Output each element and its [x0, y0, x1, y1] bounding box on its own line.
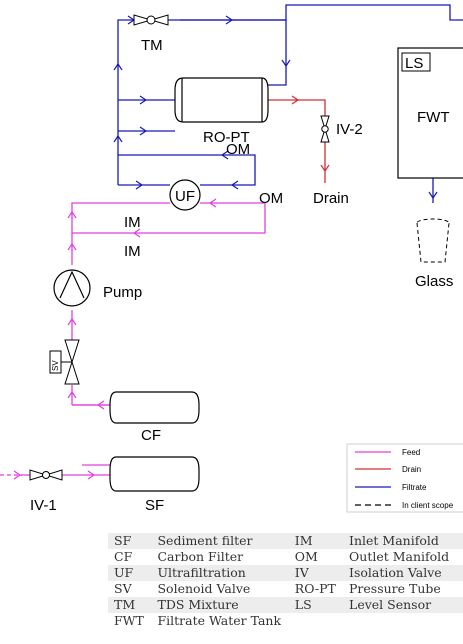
- abbreviation-table: SF Sediment filter IM Inlet Manifold CF …: [108, 533, 463, 629]
- legend-filtrate-label: Filtrate: [402, 483, 427, 492]
- sf-label: SF: [145, 497, 164, 514]
- om-top-label: OM: [226, 141, 250, 158]
- table-row: FWT Filtrate Water Tank: [108, 613, 463, 629]
- iv2-valve-icon: [320, 115, 330, 143]
- abbrev-code: IV: [288, 565, 344, 581]
- drain-arrows: [291, 95, 330, 173]
- abbrev-meaning: Isolation Valve: [343, 565, 463, 581]
- abbrev-code: FWT: [114, 613, 144, 628]
- drain-label: Drain: [313, 190, 349, 207]
- abbrev-code: CF: [114, 549, 133, 564]
- table-row: SV Solenoid Valve RO-PT Pressure Tube: [108, 581, 463, 597]
- abbrev-code: SV: [114, 581, 132, 596]
- abbrev-code: SF: [108, 533, 152, 549]
- ro-pt-pressure-tube: [174, 77, 269, 123]
- drain-lines: [268, 99, 326, 183]
- abbrev-meaning: Ultrafiltration: [151, 565, 289, 581]
- abbrev-meaning: Inlet Manifold: [343, 533, 463, 549]
- abbrev-code: IM: [288, 533, 344, 549]
- fwt-label: FWT: [417, 109, 449, 126]
- abbrev-meaning: Carbon Filter: [157, 549, 244, 564]
- table-row: UF Ultrafiltration IV Isolation Valve: [108, 565, 463, 581]
- tm-valve-icon: [133, 14, 169, 26]
- sv-solenoid-valve-icon: [49, 339, 80, 385]
- water-filtration-diagram: TM RO-PT IV-2 OM UF OM Drain IM IM LS FW…: [0, 4, 463, 514]
- ls-label: LS: [405, 55, 423, 72]
- cf-label: CF: [141, 427, 161, 444]
- im-top-label: IM: [124, 214, 141, 231]
- ls-level-sensor: [401, 52, 431, 72]
- iv1-label: IV-1: [30, 497, 57, 514]
- pump-icon: [53, 269, 91, 307]
- abbrev-code: OM: [294, 549, 318, 564]
- feed-arrows: [13, 198, 217, 480]
- abbrev-code: RO-PT: [294, 581, 336, 596]
- abbrev-meaning: Sediment filter: [151, 533, 289, 549]
- abbrev-meaning: Outlet Manifold: [349, 549, 450, 564]
- abbrev-meaning: Filtrate Water Tank: [157, 613, 282, 628]
- filtrate-arrows: [113, 15, 438, 200]
- abbrev-meaning: TDS Mixture: [151, 597, 289, 613]
- cf-carbon-filter: [109, 391, 200, 424]
- abbrev-code: LS: [288, 597, 344, 613]
- sf-sediment-filter: [109, 456, 200, 492]
- abbrev-meaning: Solenoid Valve: [157, 581, 251, 596]
- iv1-valve-icon: [29, 469, 63, 481]
- legend: Feed Drain Filtrate In client scope: [346, 443, 463, 513]
- legend-drain-label: Drain: [402, 465, 421, 474]
- uf-label: UF: [175, 188, 195, 205]
- legend-feed-label: Feed: [402, 448, 420, 457]
- om-side-label: OM: [259, 190, 283, 207]
- sv-label: SV: [51, 360, 60, 371]
- iv2-label: IV-2: [336, 121, 363, 138]
- table-row: CF Carbon Filter OM Outlet Manifold: [108, 549, 463, 565]
- abbrev-code: UF: [108, 565, 152, 581]
- pump-label: Pump: [103, 284, 142, 301]
- abbrev-meaning: [343, 613, 463, 629]
- tm-label: TM: [141, 37, 163, 54]
- glass-label: Glass: [415, 273, 453, 290]
- ro-pt-label: RO-PT: [203, 129, 250, 146]
- uf-ultrafiltration-icon: [169, 179, 201, 211]
- abbrev-code: TM: [108, 597, 152, 613]
- abbrev-code: [289, 613, 343, 629]
- legend-scope-label: In client scope: [402, 501, 454, 510]
- im-bottom-label: IM: [124, 243, 141, 260]
- table-row: TM TDS Mixture LS Level Sensor: [108, 597, 463, 613]
- glass-icon: [416, 218, 450, 263]
- abbrev-meaning: Pressure Tube: [349, 581, 441, 596]
- abbrev-meaning: Level Sensor: [343, 597, 463, 613]
- table-row: SF Sediment filter IM Inlet Manifold: [108, 533, 463, 549]
